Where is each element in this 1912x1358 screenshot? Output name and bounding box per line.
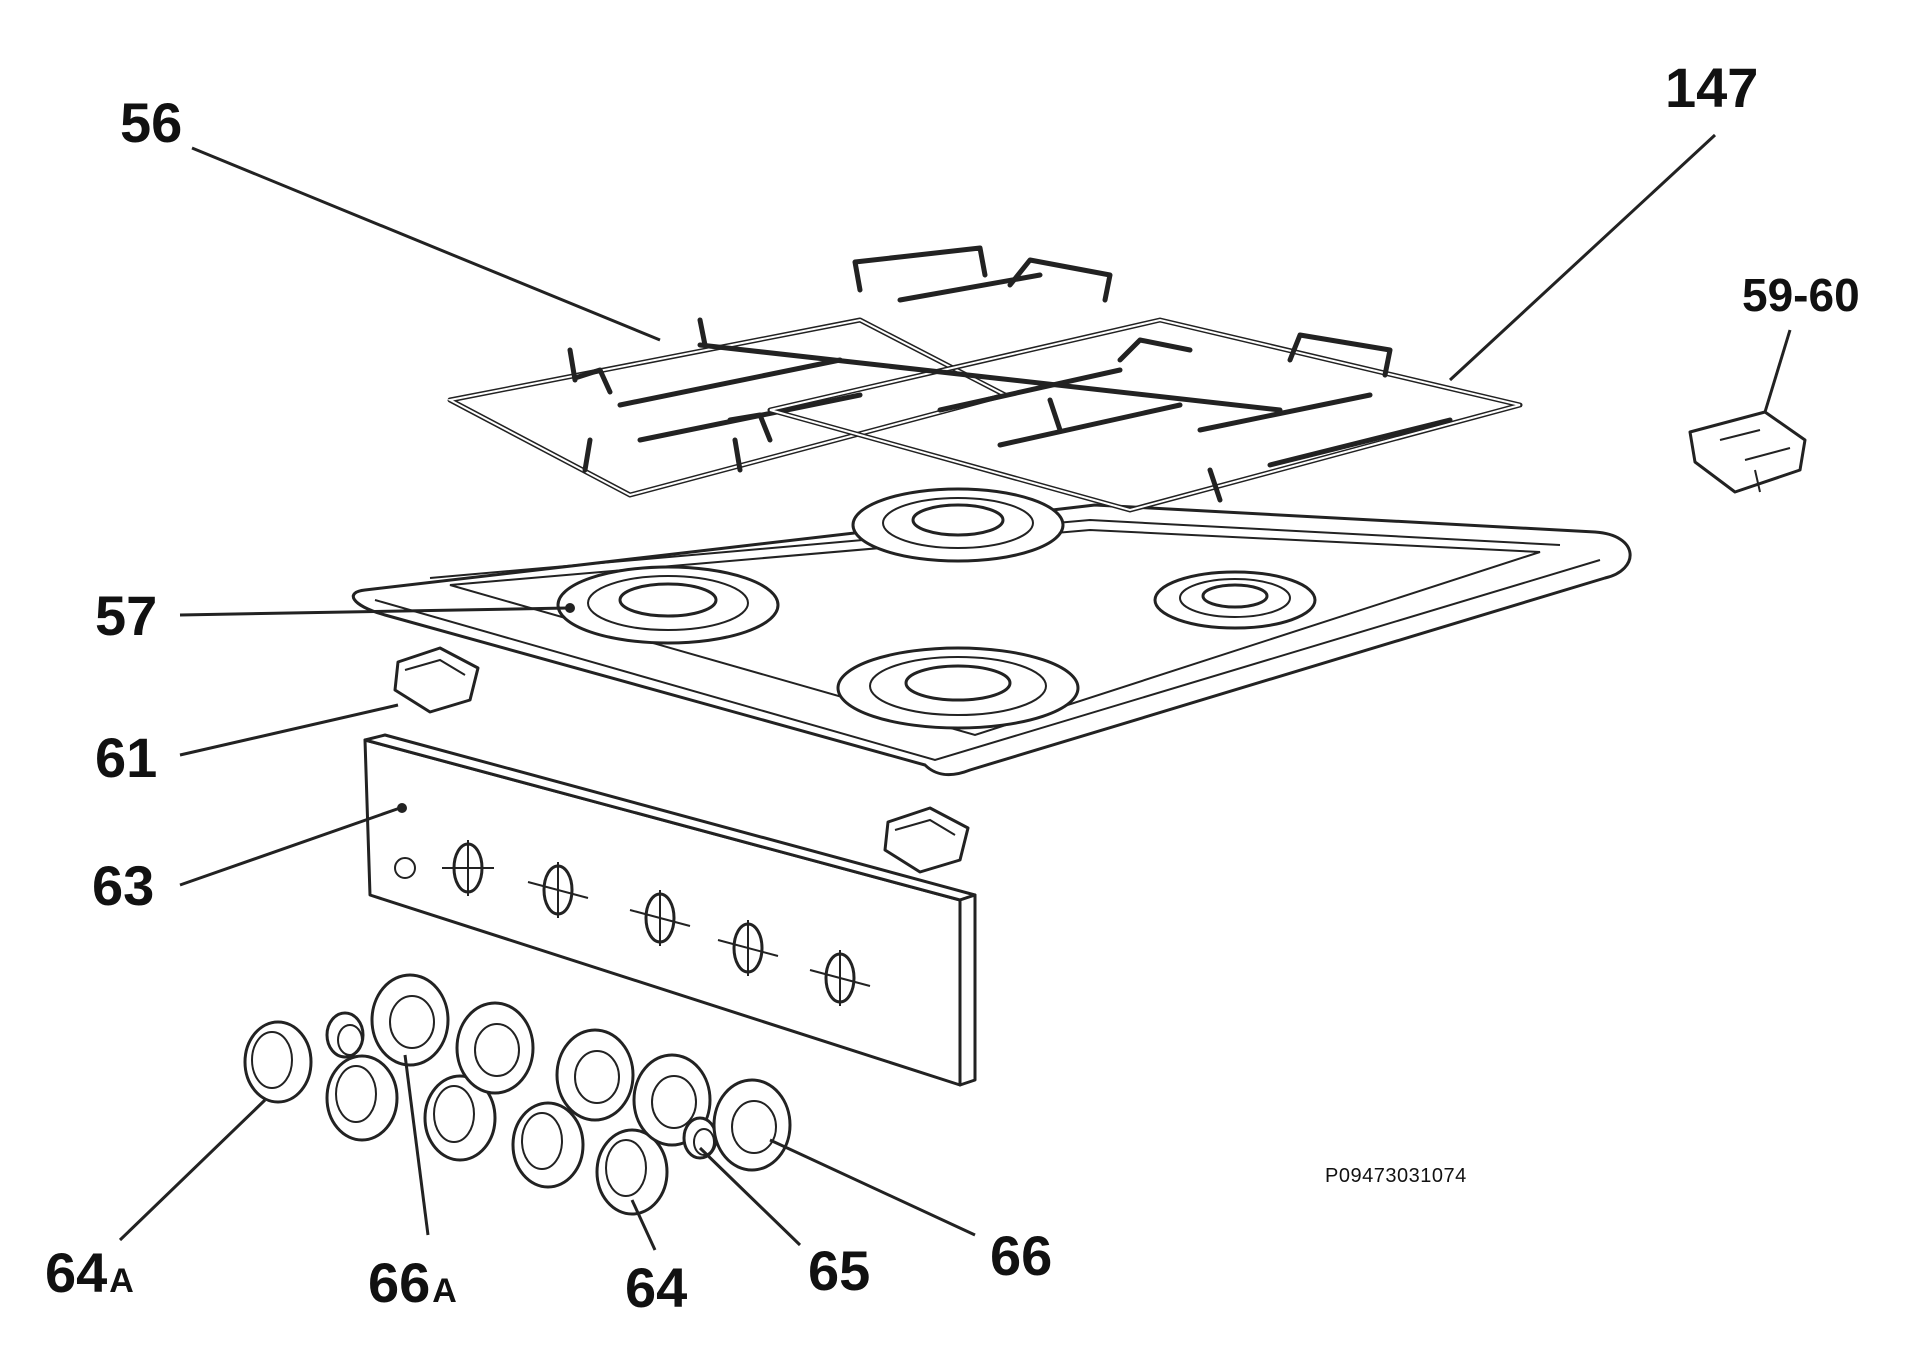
ring-3 [555,1028,635,1122]
callout-66a: 66A [368,1251,457,1314]
hob-top-plate [352,487,1632,777]
callout-64: 64 [625,1256,688,1319]
knob-2 [423,1074,497,1162]
burner-front-left [556,565,780,645]
hinge-right [883,806,970,874]
callout-63: 63 [92,854,155,917]
leader-lines [118,133,1792,1251]
callout-65: 65 [808,1239,871,1302]
drawing-code: P09473031074 [1325,1165,1467,1187]
part-59-60 [1688,410,1807,494]
callout-66: 66 [990,1224,1053,1287]
hinge-left [393,646,480,714]
control-knob-positions [442,840,871,1006]
callout-57: 57 [95,584,158,647]
spring-left [325,1011,365,1059]
ring-66 [712,1078,792,1172]
callout-56: 56 [120,91,183,154]
knob-64a [243,1020,313,1104]
ring-2 [455,1001,535,1095]
knob-set [243,973,792,1216]
pan-support-right [697,245,1523,513]
control-panel [363,733,977,1087]
burner-right [1153,570,1317,630]
burner-front-center [836,646,1080,730]
burner-back-center [851,487,1065,563]
callout-61: 61 [95,726,158,789]
callout-147: 147 [1665,56,1759,119]
spring-65 [682,1116,718,1160]
knob-3 [511,1101,585,1189]
callout-64a: 64A [45,1241,134,1304]
knob-64 [595,1128,669,1216]
knob-1 [325,1054,399,1142]
ring-66a [370,973,450,1067]
callout-59-60: 59-60 [1742,269,1860,321]
